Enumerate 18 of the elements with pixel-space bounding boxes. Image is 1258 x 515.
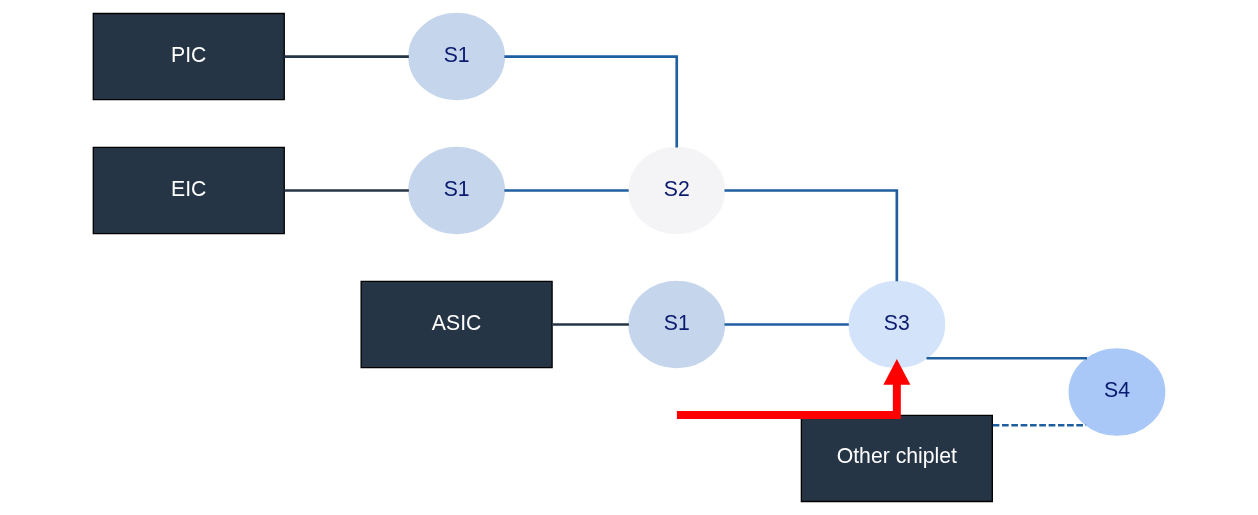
node-circle: S3 (848, 280, 946, 369)
node-circle: S1 (408, 146, 506, 235)
node-circle: S1 (408, 12, 506, 101)
node-box: Other chiplet (800, 414, 993, 503)
node-circle: S2 (628, 146, 726, 235)
connector (284, 55, 409, 58)
connector (504, 189, 629, 192)
node-box: PIC (92, 12, 285, 101)
node-box: ASIC (360, 280, 553, 369)
connector (724, 323, 849, 326)
node-box: EIC (92, 146, 285, 235)
connector (552, 323, 629, 326)
connector (724, 189, 899, 282)
node-circle: S1 (628, 280, 726, 369)
connector (926, 356, 1088, 360)
connector (504, 55, 679, 148)
node-circle: S4 (1068, 348, 1166, 436)
connector (284, 189, 409, 192)
